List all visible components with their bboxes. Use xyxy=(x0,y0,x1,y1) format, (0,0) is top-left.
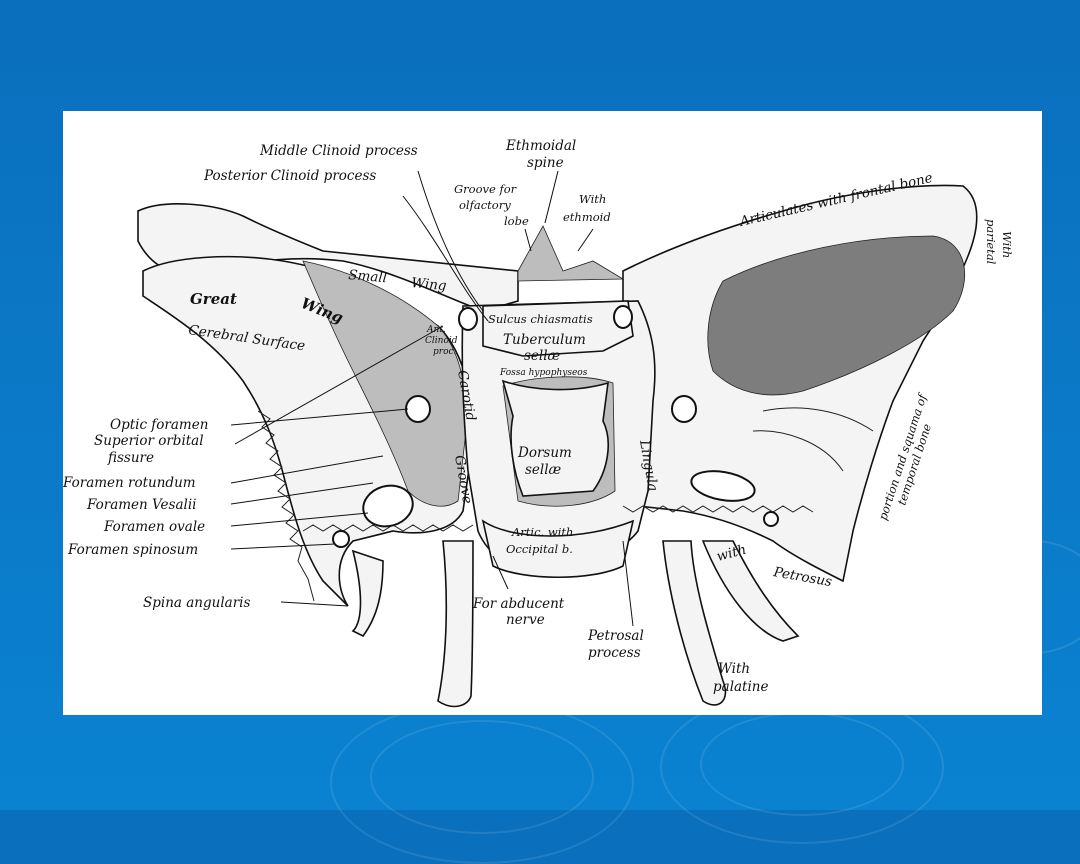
label-ant-3: proc. xyxy=(433,347,457,357)
label-artic-2: Occipital b. xyxy=(506,542,573,556)
jagged-bottom-edge-right xyxy=(622,505,814,513)
ripple-decoration xyxy=(370,720,594,834)
label-ant-1: Ant. xyxy=(426,325,446,335)
label-groove-1: Groove for xyxy=(454,182,518,196)
label-ethmoidal-2: spine xyxy=(527,155,564,171)
label-posterior-clinoid: Posterior Clinoid process xyxy=(203,168,376,184)
label-foramen-rotundum: Foramen rotundum xyxy=(63,475,196,491)
dorsum-sellae-block xyxy=(501,379,609,497)
leader-rotundum xyxy=(230,455,384,484)
right-wing-shading xyxy=(707,235,966,396)
label-petrosal-2: process xyxy=(588,645,641,661)
leader-abducent xyxy=(492,555,509,590)
left-foramen-spinosum-hole xyxy=(332,530,350,548)
left-jagged-edge xyxy=(257,410,315,602)
anatomy-figure-panel: Middle Clinoid process Posterior Clinoid… xyxy=(63,111,1042,715)
label-groove-2: olfactory xyxy=(459,198,511,212)
right-foramen-spinosum-hole xyxy=(763,511,779,527)
tuberculum-block xyxy=(482,300,634,357)
ethmoidal-spine xyxy=(517,225,625,282)
label-tuberculum-2: sellæ xyxy=(524,348,561,364)
label-with-ethmoid-2: ethmoid xyxy=(563,210,611,224)
label-middle-clinoid: Middle Clinoid process xyxy=(259,143,418,159)
label-palatine-2: palatine xyxy=(713,679,768,695)
label-great: Great xyxy=(190,290,237,308)
leader-spinosum xyxy=(230,543,336,550)
right-anterior-clinoid-hole xyxy=(613,305,633,329)
label-fossa: Fossa hypophyseos xyxy=(499,368,588,378)
label-sulcus: Sulcus chiasmatis xyxy=(488,312,593,326)
leader-vesalii xyxy=(230,482,374,505)
ripple-decoration xyxy=(330,700,634,864)
label-ethmoidal-1: Ethmoidal xyxy=(505,138,576,154)
left-foramen-ovale-hole xyxy=(362,484,414,528)
label-groove-3: lobe xyxy=(504,214,529,228)
label-small-wing-1: Small xyxy=(348,267,388,286)
right-optic-foramen-hole xyxy=(671,395,697,423)
right-pterygoid-process xyxy=(662,540,727,706)
label-optic-foramen: Optic foramen xyxy=(110,417,208,433)
label-foramen-spinosum: Foramen spinosum xyxy=(67,542,198,558)
label-small-wing-2: Wing xyxy=(411,275,448,294)
leader-middle-clinoid xyxy=(417,170,484,312)
label-palatine-1: With xyxy=(718,661,750,677)
leader-posterior-clinoid xyxy=(402,195,489,322)
label-spina-angularis: Spina angularis xyxy=(143,595,250,611)
label-with-parietal-1: With xyxy=(1000,231,1014,258)
label-sup-orbital-2: fissure xyxy=(107,450,154,466)
label-with-parietal-2: parietal xyxy=(984,219,998,265)
label-tuberculum-1: Tuberculum xyxy=(503,332,586,348)
sphenoid-bone-diagram: Middle Clinoid process Posterior Clinoid… xyxy=(63,138,1014,708)
label-foramen-ovale: Foramen ovale xyxy=(103,519,205,535)
label-sup-orbital-1: Superior orbital xyxy=(94,433,204,449)
right-lateral-plate xyxy=(701,540,800,642)
basilar-part xyxy=(481,519,635,579)
leader-ethmoidal xyxy=(544,170,559,224)
label-petrosal-1: Petrosal xyxy=(587,628,644,644)
label-abducent-1: For abducent xyxy=(472,596,565,612)
ripple-decoration xyxy=(700,712,904,816)
left-pterygoid-process xyxy=(437,540,474,708)
left-optic-foramen-hole xyxy=(405,395,431,423)
right-wing-ridge xyxy=(752,407,874,472)
left-lateral-plate xyxy=(351,549,384,638)
leader-groove xyxy=(524,228,532,252)
leader-petrosal xyxy=(622,540,634,627)
label-dorsum-1: Dorsum xyxy=(517,445,572,461)
leader-optic xyxy=(230,408,409,426)
label-foramen-vesalii: Foramen Vesalii xyxy=(86,497,196,513)
left-wing-shading xyxy=(302,260,467,507)
leader-spina xyxy=(280,601,349,607)
leader-with-ethmoid xyxy=(577,228,594,252)
label-with-petrosus-1: with xyxy=(715,542,748,565)
label-dorsum-2: sellæ xyxy=(525,462,562,478)
label-abducent-2: nerve xyxy=(506,612,545,628)
leader-ovale xyxy=(230,512,369,527)
left-anterior-clinoid-hole xyxy=(458,307,478,331)
jagged-bottom-edge-left xyxy=(302,524,474,532)
label-ant-2: Clinoid xyxy=(425,336,458,346)
leader-sup-orbital xyxy=(234,325,444,445)
right-foramen-ovale-hole xyxy=(690,470,756,502)
label-artic-1: Artic. with xyxy=(511,525,573,539)
label-with-ethmoid-1: With xyxy=(579,192,606,206)
